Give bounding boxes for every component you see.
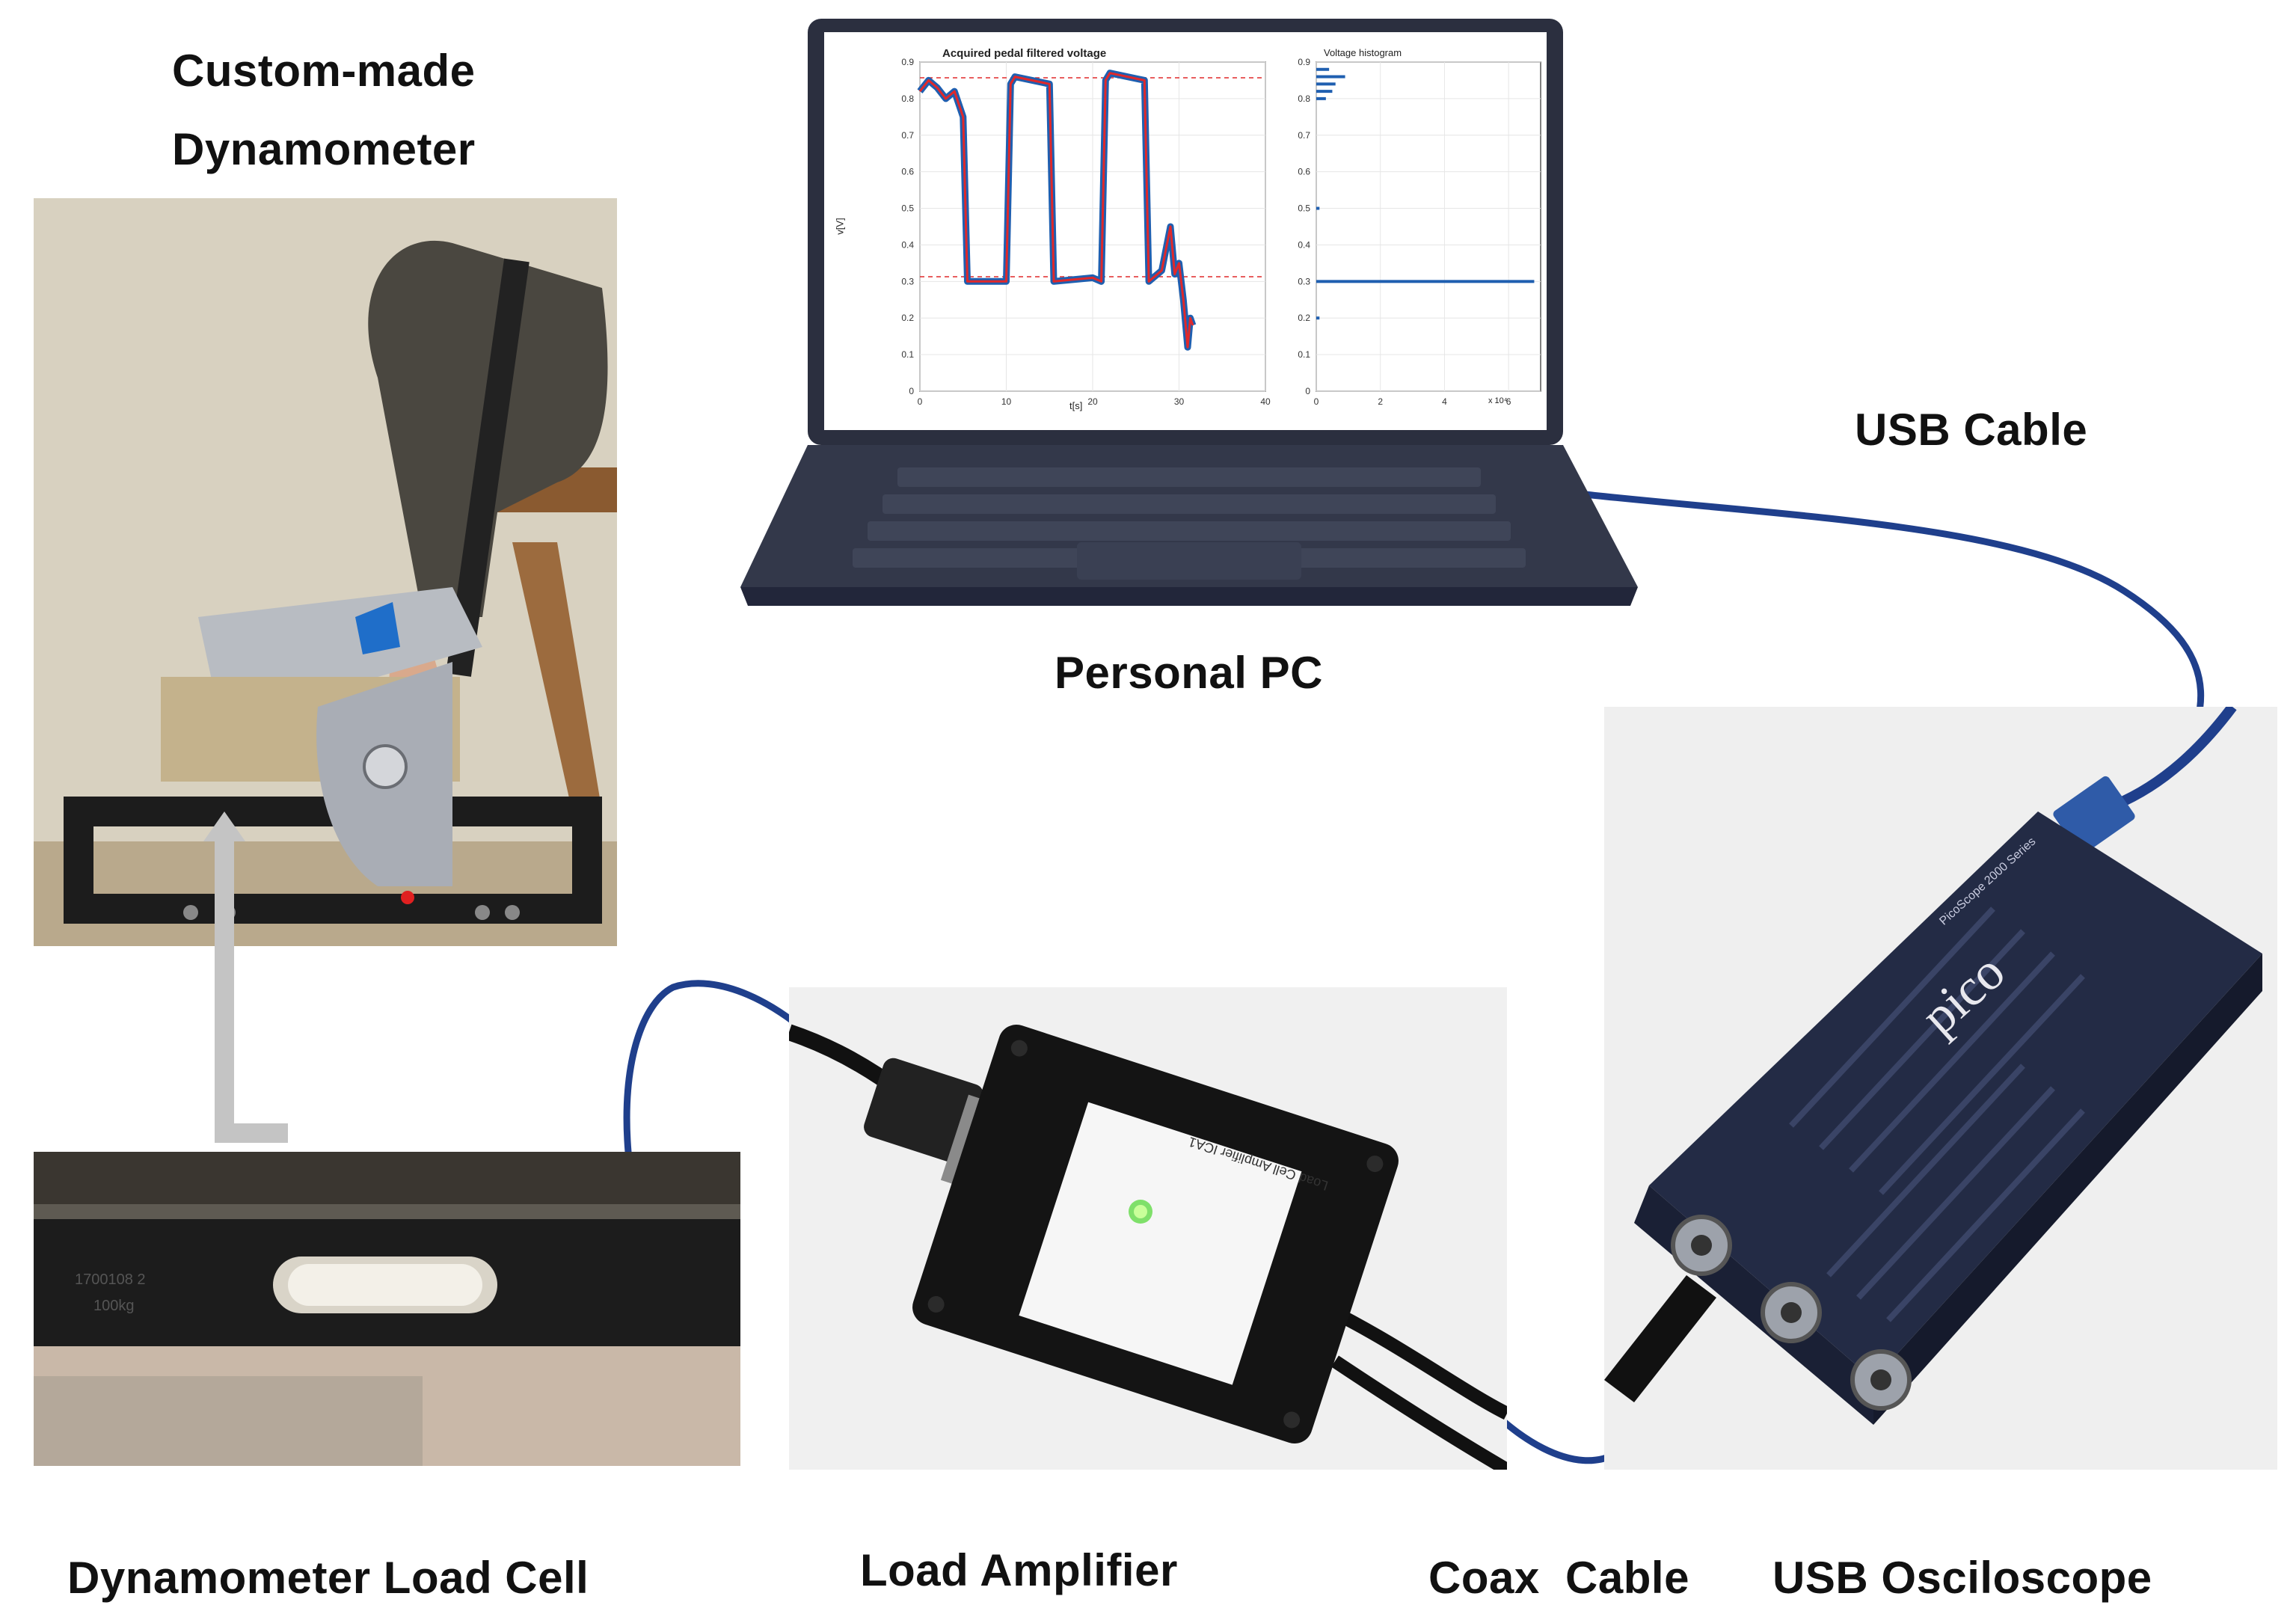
x-tick-label: 40	[1260, 396, 1271, 407]
x-tick-label: 30	[1174, 396, 1185, 407]
hist-exponent: x 10⁴	[1488, 396, 1508, 405]
hist-bar	[1316, 96, 1326, 100]
hist-x-tick-label: 4	[1442, 396, 1447, 407]
personal-pc-label: Personal PC	[1055, 648, 1323, 698]
hist-y-tick-label: 0.8	[1298, 93, 1310, 104]
usb-oscilloscope-photo: pico PicoScope 2000 Series	[1604, 707, 2277, 1470]
hist-x-tick-label: 2	[1378, 396, 1383, 407]
y-tick-label: 0.2	[901, 313, 914, 323]
load-cell-label: Dynamometer Load Cell	[67, 1553, 589, 1603]
dynamometer-title-line2: Dynamometer	[172, 124, 476, 174]
y-tick-label: 0.5	[901, 203, 914, 214]
hist-bar	[1316, 75, 1345, 79]
hist-y-tick-label: 0.3	[1298, 276, 1310, 286]
load-amplifier-label: Load Amplifier	[860, 1545, 1178, 1595]
y-tick-label: 0.1	[901, 349, 914, 360]
y-tick-label: 0.9	[901, 57, 914, 67]
plot-left-title: Acquired pedal filtered voltage	[942, 47, 1107, 60]
signal-red-trace	[918, 72, 1194, 349]
hist-y-tick-label: 0.7	[1298, 130, 1310, 141]
coax-cable-label: Coax Cable	[1428, 1553, 1689, 1603]
usb-oscilloscope-label: USB Osciloscope	[1772, 1553, 2152, 1603]
y-tick-label: 0.3	[901, 276, 914, 286]
y-tick-label: 0.7	[901, 130, 914, 141]
hist-y-tick-label: 0.1	[1298, 349, 1310, 360]
hist-y-tick-label: 0	[1305, 386, 1310, 396]
load-amplifier-photo: Load Cell Amplifier ICA1	[789, 987, 1507, 1470]
hist-bar	[1316, 90, 1333, 93]
hist-y-tick-label: 0.5	[1298, 203, 1310, 214]
hist-y-tick-label: 0.6	[1298, 167, 1310, 177]
y-tick-label: 0	[909, 386, 914, 396]
plot-right-title: Voltage histogram	[1324, 47, 1402, 58]
hist-bar	[1316, 280, 1535, 283]
hist-y-tick-label: 0.9	[1298, 57, 1310, 67]
plot-area: 0.9 0.9 0.8 0.8 0.7 0.7 0.6 0.6 0.5 0.5 0.4 0.4 0.3 0…	[901, 57, 1541, 407]
load-cell-cable	[623, 980, 826, 1156]
x-tick-label: 20	[1087, 396, 1098, 407]
hist-y-tick-label: 0.4	[1298, 239, 1310, 250]
load-cell-marking-1: 1700108 2	[75, 1271, 146, 1288]
y-tick-label: 0.8	[901, 93, 914, 104]
hist-x-tick-label: 0	[1314, 396, 1319, 407]
y-tick-label: 0.6	[901, 167, 914, 177]
hist-bar	[1316, 67, 1330, 71]
hist-x-tick-label: 6	[1506, 396, 1511, 407]
dynamometer-title-line1: Custom-made	[172, 46, 476, 96]
plot-x-label: t[s]	[1069, 400, 1083, 411]
load-cell-photo: 1700108 2 100kg	[34, 1152, 740, 1466]
hist-bar	[1316, 82, 1336, 86]
load-cell-marking-2: 100kg	[93, 1298, 135, 1314]
x-tick-label: 0	[918, 396, 923, 407]
y-tick-label: 0.4	[901, 239, 914, 250]
hist-y-tick-label: 0.2	[1298, 313, 1310, 323]
laptop: Acquired pedal filtered voltage Voltage …	[740, 19, 1638, 610]
x-tick-label: 10	[1001, 396, 1012, 407]
dynamometer-photo	[34, 198, 617, 946]
hist-bar	[1316, 206, 1320, 210]
usb-cable-label: USB Cable	[1855, 405, 2088, 455]
hist-bar	[1316, 316, 1320, 320]
